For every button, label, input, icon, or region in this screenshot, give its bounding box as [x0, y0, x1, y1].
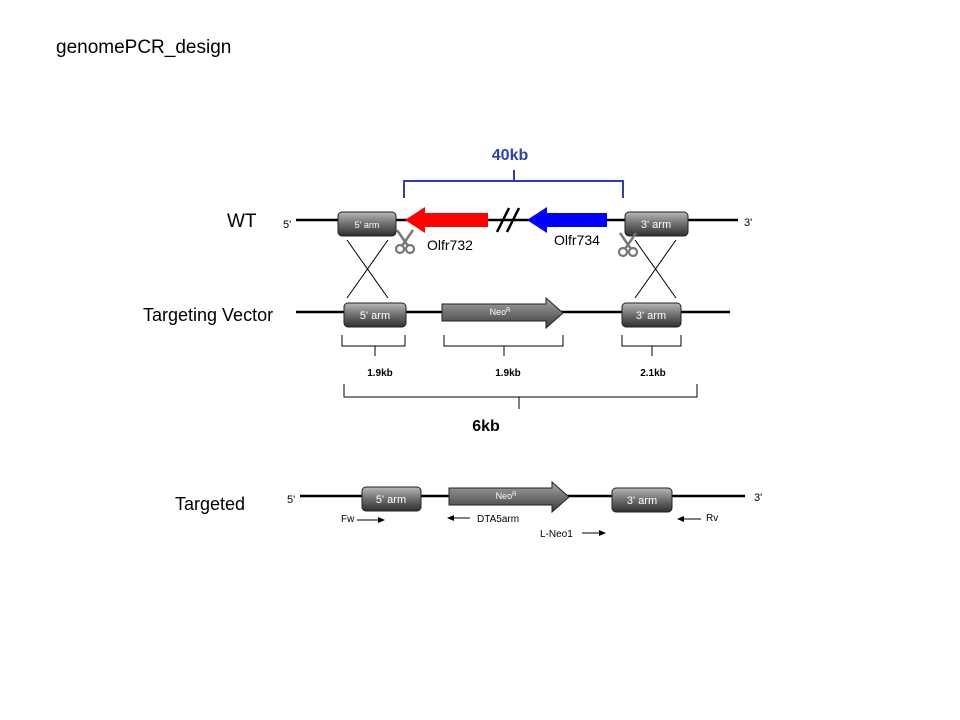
primer-fw-label: Fw [341, 514, 355, 525]
left-crossover-mark [346, 239, 389, 299]
total-size-bracket [343, 384, 698, 409]
primer-dta-arrow [447, 515, 470, 521]
page-title: genomePCR_design [56, 37, 231, 58]
vector-five-arm-label: 5' arm [360, 310, 390, 322]
five-arm-size-label: 1.9kb [367, 368, 393, 379]
neo-label: Neo [490, 307, 507, 317]
primer-lneo-label: L-Neo1 [540, 529, 573, 540]
row-label-targeting-vector: Targeting Vector [143, 305, 273, 325]
wt-five-arm-box: 5' arm [337, 211, 397, 237]
neo-superscript: R [506, 308, 511, 314]
scissors-icon [394, 229, 416, 255]
primer-dta-label: DTA5arm [477, 514, 519, 525]
wt-span-bracket [403, 170, 624, 198]
primer-lneo-arrow [582, 530, 606, 536]
total-size-label: 6kb [472, 418, 500, 435]
row-label-wt: WT [227, 211, 257, 232]
targeted-three-prime-end: 3' [754, 492, 762, 504]
three-arm-size-label: 2.1kb [640, 368, 666, 379]
olfr734-gene-arrow [527, 207, 607, 233]
olfr732-label: Olfr732 [427, 237, 473, 253]
targeted-five-arm-box: 5' arm [361, 486, 422, 512]
svg-text:NeoR: NeoR [496, 491, 518, 501]
vector-five-arm-box: 5' arm [343, 302, 407, 328]
targeted-neo-cassette: NeoR [448, 480, 570, 514]
targeted-three-arm-label: 3' arm [627, 495, 657, 507]
break-mark [495, 207, 521, 233]
wt-three-arm-label: 3' arm [641, 219, 671, 231]
vector-three-arm-label: 3' arm [636, 310, 666, 322]
neo-label: Neo [496, 491, 513, 501]
neo-size-label: 1.9kb [495, 368, 521, 379]
olfr734-label: Olfr734 [554, 232, 600, 248]
vector-neo-cassette: NeoR [441, 296, 564, 330]
three-arm-size-bracket [621, 335, 682, 356]
scissors-icon [617, 232, 639, 258]
wt-three-arm-box: 3' arm [624, 211, 689, 237]
right-crossover-mark [634, 239, 677, 299]
targeted-five-arm-label: 5' arm [376, 494, 406, 506]
wt-five-arm-label: 5' arm [355, 220, 380, 230]
five-arm-size-bracket [341, 335, 406, 356]
wt-three-prime-end: 3' [744, 217, 752, 229]
svg-text:NeoR: NeoR [490, 307, 512, 317]
row-label-targeted: Targeted [175, 494, 245, 514]
neo-superscript: R [512, 492, 517, 498]
vector-three-arm-box: 3' arm [621, 302, 682, 328]
wt-five-prime-end: 5' [283, 219, 291, 231]
neo-size-bracket [443, 335, 564, 356]
wt-span-label: 40kb [492, 147, 529, 164]
targeted-three-arm-box: 3' arm [611, 487, 673, 513]
primer-rv-label: Rv [706, 513, 718, 524]
primer-fw-arrow [357, 517, 385, 523]
targeted-five-prime-end: 5' [287, 494, 295, 506]
primer-rv-arrow [677, 516, 701, 522]
olfr732-gene-arrow [405, 207, 488, 233]
